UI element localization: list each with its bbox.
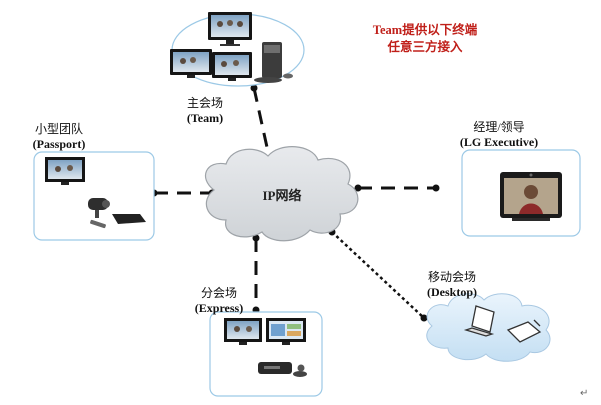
team-name: 主会场	[186, 96, 223, 110]
express-display-right	[266, 318, 306, 345]
desktop-sub: (Desktop)	[427, 285, 477, 299]
passport-sub: (Passport)	[32, 137, 86, 151]
executive-label: 经理/领导 (LG Executive)	[444, 120, 554, 150]
express-label: 分会场 (Express)	[184, 286, 254, 316]
desktop-laptop	[463, 305, 495, 337]
link-desktop	[331, 231, 425, 319]
terminal-note: Team提供以下终端 任意三方接入	[366, 22, 484, 56]
express-name: 分会场	[200, 286, 237, 300]
passport-camera	[88, 198, 146, 229]
team-codec-tower	[254, 42, 293, 83]
express-sub: (Express)	[194, 301, 244, 315]
team-label: 主会场 (Team)	[170, 96, 240, 126]
passport-label: 小型团队 (Passport)	[14, 122, 104, 152]
desktop-tablet	[506, 319, 542, 343]
express-codec	[258, 362, 307, 377]
executive-unit	[500, 172, 562, 221]
express-display-left	[224, 318, 262, 345]
ip-network-label: IP网络	[262, 188, 302, 203]
passport-display	[45, 157, 85, 185]
passport-name: 小型团队	[34, 122, 83, 136]
ip-network-cloud	[204, 146, 359, 242]
desktop-name: 移动会场	[427, 270, 476, 284]
executive-name: 经理/领导	[473, 120, 525, 134]
terminal-note-line1: Team提供以下终端	[372, 23, 478, 37]
team-display-right	[212, 52, 252, 81]
team-display-top	[208, 12, 252, 46]
executive-sub: (LG Executive)	[459, 135, 539, 149]
terminal-note-line2: 任意三方接入	[387, 40, 463, 54]
team-display-left	[170, 49, 212, 78]
team-sub: (Team)	[186, 111, 224, 125]
return-mark: ↵	[580, 388, 589, 399]
desktop-label: 移动会场 (Desktop)	[412, 270, 492, 300]
